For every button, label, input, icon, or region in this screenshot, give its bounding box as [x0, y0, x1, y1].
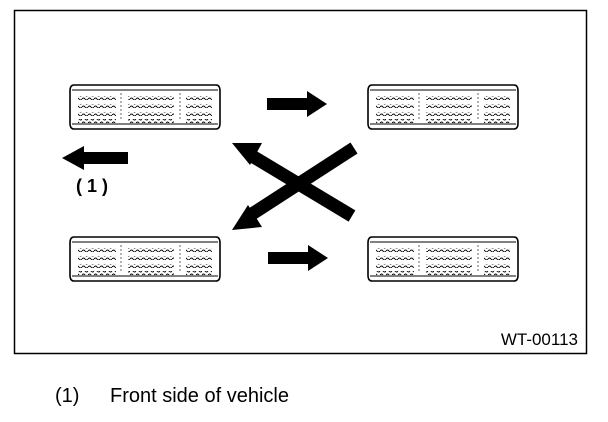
- tread-line: [376, 271, 414, 275]
- tread-line: [78, 256, 116, 260]
- tread-line: [186, 112, 212, 116]
- tire-rear-right: [367, 236, 519, 282]
- tread-line: [128, 96, 174, 100]
- tread-line: [128, 248, 174, 252]
- tread-line: [128, 256, 174, 260]
- tire-rear-left: [69, 236, 221, 282]
- tread-line: [426, 119, 472, 123]
- legend-callout: (1): [55, 385, 80, 407]
- tread-line: [128, 264, 174, 268]
- tread-line: [426, 264, 472, 268]
- tread-line: [426, 112, 472, 116]
- tread-line: [128, 112, 174, 116]
- tread-line: [376, 264, 414, 268]
- tread-line: [78, 104, 116, 108]
- tread-line: [484, 96, 510, 100]
- tread-line: [186, 96, 212, 100]
- figure-code: WT-00113: [501, 330, 578, 349]
- rear-left-to-rear-right-arrow: [268, 245, 328, 271]
- callout-label: ( 1 ): [76, 176, 108, 196]
- tread-line: [426, 248, 472, 252]
- tread-line: [376, 104, 414, 108]
- tread-line: [128, 104, 174, 108]
- tire-front-right: [367, 84, 519, 130]
- front-left-to-front-right-arrow: [267, 91, 327, 117]
- tread-line: [78, 264, 116, 268]
- tread-line: [484, 256, 510, 260]
- tread-line: [484, 119, 510, 123]
- tread-line: [484, 112, 510, 116]
- tire-front-left: [69, 84, 221, 130]
- tread-line: [484, 271, 510, 275]
- tread-line: [376, 248, 414, 252]
- tread-line: [186, 256, 212, 260]
- front-direction-arrow: [62, 146, 128, 170]
- tread-line: [128, 271, 174, 275]
- legend: (1) Front side of vehicle: [55, 384, 289, 408]
- front-right-to-rear-left-arrow: [232, 142, 358, 230]
- tread-line: [376, 256, 414, 260]
- tire-rotation-diagram: ( 1 ) WT-00113: [13, 9, 588, 355]
- tread-line: [78, 112, 116, 116]
- tread-line: [376, 112, 414, 116]
- tread-line: [186, 119, 212, 123]
- tread-line: [484, 248, 510, 252]
- tire-rotation-figure: ( 1 ) WT-00113: [13, 9, 588, 355]
- tread-line: [128, 119, 174, 123]
- tread-line: [484, 104, 510, 108]
- legend-text: Front side of vehicle: [110, 385, 289, 407]
- tread-line: [426, 104, 472, 108]
- tread-line: [186, 248, 212, 252]
- tread-line: [484, 264, 510, 268]
- tread-line: [78, 96, 116, 100]
- tread-line: [426, 96, 472, 100]
- tread-line: [376, 96, 414, 100]
- tread-line: [186, 264, 212, 268]
- tread-line: [78, 271, 116, 275]
- tread-line: [376, 119, 414, 123]
- tread-line: [78, 119, 116, 123]
- tread-line: [426, 271, 472, 275]
- tread-line: [78, 248, 116, 252]
- tread-line: [426, 256, 472, 260]
- tread-line: [186, 104, 212, 108]
- tread-line: [186, 271, 212, 275]
